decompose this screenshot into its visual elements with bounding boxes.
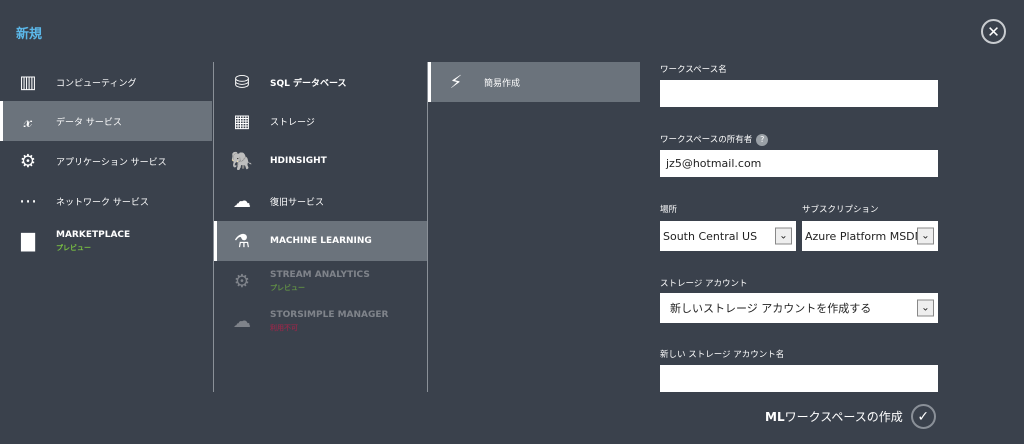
menu-item-storage[interactable]: ▦ストレージ [214, 101, 427, 141]
divider [213, 62, 214, 392]
new-storage-input[interactable] [660, 365, 938, 392]
location-label: 場所 [660, 205, 678, 215]
gears-icon: ⚙ [19, 150, 37, 172]
storage-account-label: ストレージ アカウント [660, 279, 748, 289]
chevron-down-icon: ⌄ [917, 227, 934, 245]
check-icon: ✓ [910, 404, 936, 429]
new-storage-label: 新しい ストレージ アカウント名 [660, 350, 785, 360]
chevron-down-icon: ⌄ [917, 299, 934, 317]
location-value: South Central US [663, 229, 758, 243]
owner-input[interactable]: jz5@hotmail.com [660, 150, 938, 177]
create-prefix: ML [765, 409, 785, 424]
create-label: ワークスペースの作成 [784, 410, 903, 424]
menu-item-network-services[interactable]: ⋯ネットワーク サービス [0, 181, 212, 221]
storage-account-select[interactable]: 新しいストレージ アカウントを作成する ⌄ [660, 293, 938, 323]
cloud-icon: ☁ [233, 190, 251, 212]
network-icon: ⋯ [19, 190, 37, 212]
subscription-select[interactable]: Azure Platform MSDN⌄ [802, 221, 938, 251]
dialog-title: 新規 [16, 27, 43, 42]
elephant-icon: 🐘 [230, 150, 254, 172]
table-icon: ▦ [233, 110, 251, 132]
menu-item-compute[interactable]: ▥コンピューティング [0, 62, 212, 102]
divider [427, 62, 428, 392]
menu-item-app-services[interactable]: ⚙アプリケーション サービス [0, 141, 212, 181]
lightning-icon: ⚡ [449, 71, 463, 93]
workspace-name-label: ワークスペース名 [660, 65, 727, 75]
flask-icon: ⚗ [233, 230, 251, 252]
subscription-value: Azure Platform MSDN [805, 229, 923, 243]
menu-item-machine-learning[interactable]: ⚗MACHINE LEARNING [214, 221, 427, 261]
help-icon[interactable]: ? [756, 134, 769, 146]
close-button[interactable]: ✕ [981, 19, 1006, 44]
data-service-icon: 𝓍 [23, 110, 33, 132]
menu-item-recovery-services[interactable]: ☁復旧サービス [214, 181, 427, 221]
workspace-name-input[interactable] [660, 80, 938, 107]
menu-item-quick-create[interactable]: ⚡簡易作成 [428, 62, 640, 102]
menu-item-sql-database[interactable]: ⛁SQL データベース [214, 62, 427, 102]
db-icon: ⛁ [234, 71, 250, 93]
subscription-label: サブスクリプション [802, 205, 879, 215]
owner-label: ワークスペースの所有者 [660, 135, 753, 145]
storsimple-icon: ☁ [233, 310, 251, 332]
stream-icon: ⚙ [233, 270, 251, 292]
chevron-down-icon: ⌄ [775, 227, 792, 245]
bag-icon: ▇ [21, 230, 35, 252]
menu-item-hdinsight[interactable]: 🐘HDINSIGHT [214, 141, 427, 181]
storage-account-value: 新しいストレージ アカウントを作成する [670, 302, 872, 315]
close-icon: ✕ [987, 22, 1000, 41]
compute-icon: ▥ [19, 71, 37, 93]
location-select[interactable]: South Central US ⌄ [660, 221, 796, 251]
